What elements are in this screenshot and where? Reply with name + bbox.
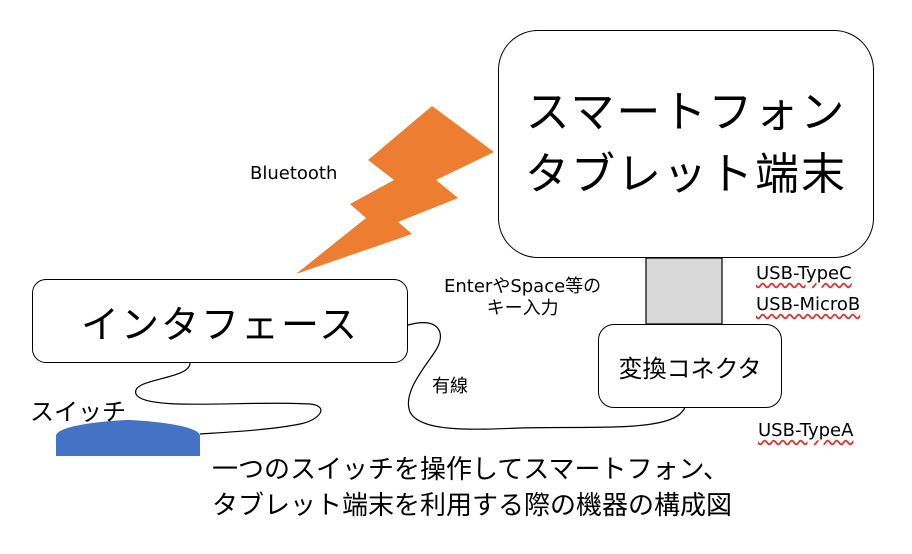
wired-cable bbox=[407, 322, 687, 430]
caption-line2: タブレット端末を利用する際の機器の構成図 bbox=[212, 491, 733, 521]
usb-typea-label: USB-TypeA bbox=[758, 420, 854, 441]
interface-label: インタフェース bbox=[80, 302, 360, 347]
bluetooth-label: Bluetooth bbox=[250, 163, 338, 184]
device-title-line2: タブレット端末 bbox=[525, 149, 847, 200]
wired-label: 有線 bbox=[432, 376, 468, 397]
smartphone-tablet-box: スマートフォン タブレット端末 bbox=[498, 30, 874, 258]
key-input-line1: EnterやSpace等の bbox=[444, 276, 602, 297]
key-input-label: EnterやSpace等の キー入力 bbox=[444, 276, 601, 320]
interface-box: インタフェース bbox=[32, 279, 408, 363]
usb-microb-label: USB-MicroB bbox=[756, 294, 861, 315]
diagram-caption: 一つのスイッチを操作してスマートフォン、 タブレット端末を利用する際の機器の構成… bbox=[212, 452, 732, 524]
converter-label: 変換コネクタ bbox=[618, 354, 762, 383]
device-title: スマートフォン タブレット端末 bbox=[525, 82, 847, 206]
switch-button-icon bbox=[56, 420, 200, 456]
caption-line1: 一つのスイッチを操作してスマートフォン、 bbox=[212, 455, 729, 485]
lightning-bolt-icon bbox=[296, 106, 494, 274]
usb-plug bbox=[645, 257, 723, 325]
switch-cable bbox=[135, 362, 322, 435]
usb-typec-label: USB-TypeC bbox=[756, 263, 852, 284]
device-title-line1: スマートフォン bbox=[525, 87, 847, 138]
switch-label: スイッチ bbox=[30, 398, 126, 426]
converter-box: 変換コネクタ bbox=[598, 324, 782, 408]
key-input-line2: キー入力 bbox=[486, 298, 559, 319]
